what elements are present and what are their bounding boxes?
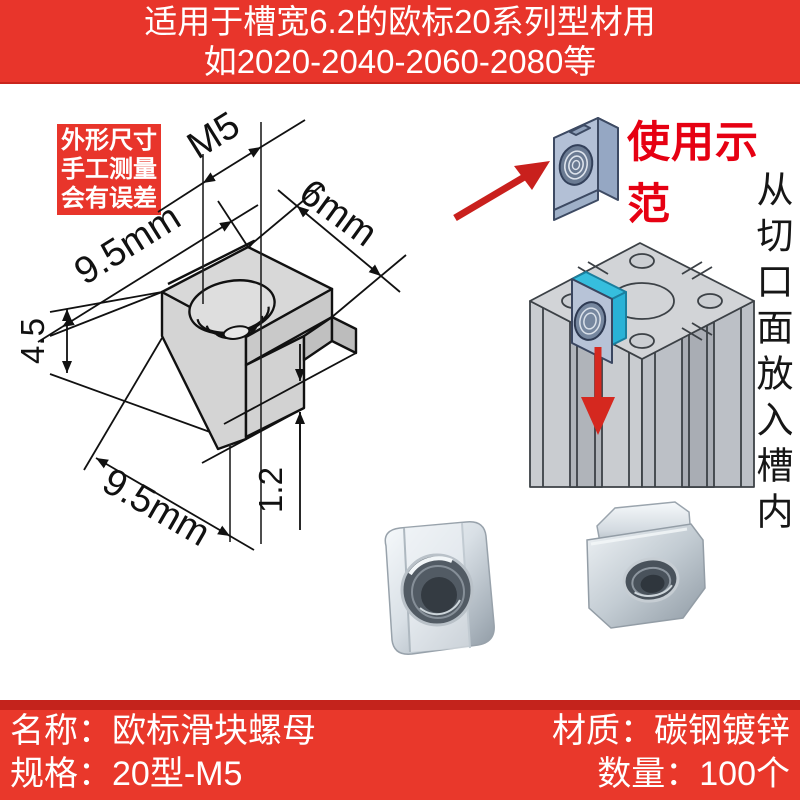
product-spec: 规格：20型-M5 [10, 755, 243, 793]
demo-nut-illustration [553, 117, 619, 221]
bottom-banner-row2: 规格：20型-M5 数量：100个 [0, 753, 800, 796]
bottom-banner: 名称：欧标滑块螺母 材质：碳钢镀锌 规格：20型-M5 数量：100个 [0, 700, 800, 800]
photo-side-hole [622, 557, 680, 603]
dim-label-m5: M5 [180, 104, 247, 168]
dim-label-slot-width: 6mm [292, 171, 385, 255]
demo-nut-hole [558, 144, 594, 186]
product-quantity: 数量：100个 [597, 755, 790, 793]
insert-arrow-icon [453, 161, 550, 222]
dimension-lines [37, 119, 407, 551]
usage-demo-title: 使用示范 [627, 119, 759, 229]
product-material: 材质：碳钢镀锌 [552, 712, 790, 750]
tech-drawing: M5 9.5mm 6mm 4.5 9.5mm 1.2 [14, 104, 407, 555]
photo-top-hole [400, 553, 474, 627]
photo-nut-side-view [586, 501, 706, 629]
vertical-instruction: 从切口面放入槽内 [751, 170, 792, 538]
profile-illustration [529, 242, 755, 488]
dim-label-bottom-width: 9.5mm [95, 460, 217, 554]
measure-note-line3: 会有误差 [61, 185, 157, 212]
photo-nut-top-view [384, 521, 495, 655]
slot-highlight-edge [611, 291, 627, 346]
top-banner: 适用于槽宽6.2的欧标20系列型材用 如2020-2040-2060-2080等 [0, 0, 800, 84]
measure-note-box: 外形尺寸 手工测量 会有误差 [57, 124, 161, 215]
dim-label-height: 4.5 [14, 318, 51, 364]
measure-note-line2: 手工测量 [61, 156, 157, 183]
measure-note-line1: 外形尺寸 [61, 127, 157, 154]
top-banner-line2: 如2020-2040-2060-2080等 [203, 43, 597, 80]
top-banner-line1: 适用于槽宽6.2的欧标20系列型材用 [144, 3, 656, 40]
drop-arrow-icon [581, 347, 615, 435]
nut-in-slot [571, 271, 627, 364]
bottom-banner-row1: 名称：欧标滑块螺母 材质：碳钢镀锌 [0, 710, 800, 753]
dim-label-top-width: 9.5mm [67, 196, 188, 293]
product-name: 名称：欧标滑块螺母 [10, 712, 316, 750]
dim-label-step: 1.2 [252, 467, 289, 513]
nut-isometric-drawing [160, 239, 358, 451]
